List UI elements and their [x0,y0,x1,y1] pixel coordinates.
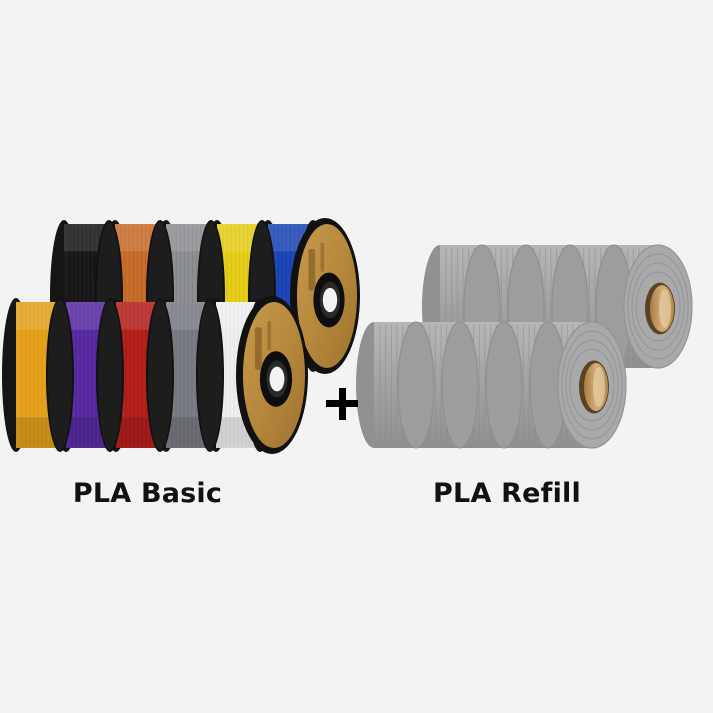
pla-basic-label: PLA Basic [72,478,223,509]
refill-coil [356,321,435,449]
spool-front-face [290,218,360,374]
spool-front-face [236,296,308,454]
filament-spool [152,298,224,452]
refill-front-face [623,244,693,369]
pla-refill-label: PLA Refill [433,478,581,509]
plus-icon [322,383,362,423]
filament-spool [2,298,74,452]
refill-front-face [557,321,627,449]
pla-basic-bottom-row [2,296,308,454]
pla-refill-front-row [356,321,627,449]
